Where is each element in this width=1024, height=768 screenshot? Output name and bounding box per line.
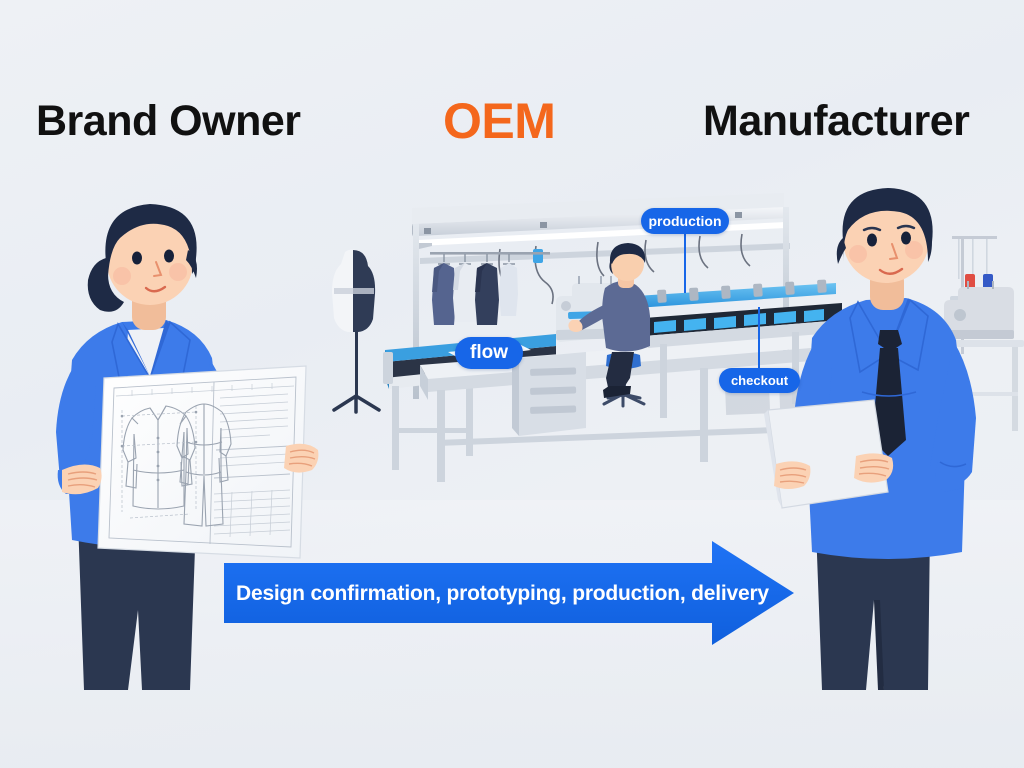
seated-operator xyxy=(568,243,650,408)
checkout-leader-line xyxy=(758,307,760,371)
page-title-oem: OEM xyxy=(443,93,556,149)
process-arrow xyxy=(224,541,794,645)
right-hand-manufacturer xyxy=(854,453,894,483)
badge-flow[interactable]: flow xyxy=(455,337,523,369)
production-leader-line xyxy=(684,233,686,293)
garment-technical-drawing xyxy=(97,365,307,559)
page-title-manufacturer: Manufacturer xyxy=(703,97,970,145)
left-hand-manufacturer xyxy=(774,461,811,489)
dress-form-mannequin xyxy=(332,249,381,414)
right-hand xyxy=(284,443,319,473)
process-arrow-label: Design confirmation, prototyping, produc… xyxy=(236,582,769,605)
conveyor-line xyxy=(631,279,846,418)
left-hand xyxy=(62,464,102,495)
background-sewing-station xyxy=(936,236,1024,431)
page-title-brand-owner: Brand Owner xyxy=(36,97,301,145)
garment-rack xyxy=(430,252,550,325)
badge-production[interactable]: production xyxy=(641,208,729,234)
badge-checkout[interactable]: checkout xyxy=(719,368,800,393)
